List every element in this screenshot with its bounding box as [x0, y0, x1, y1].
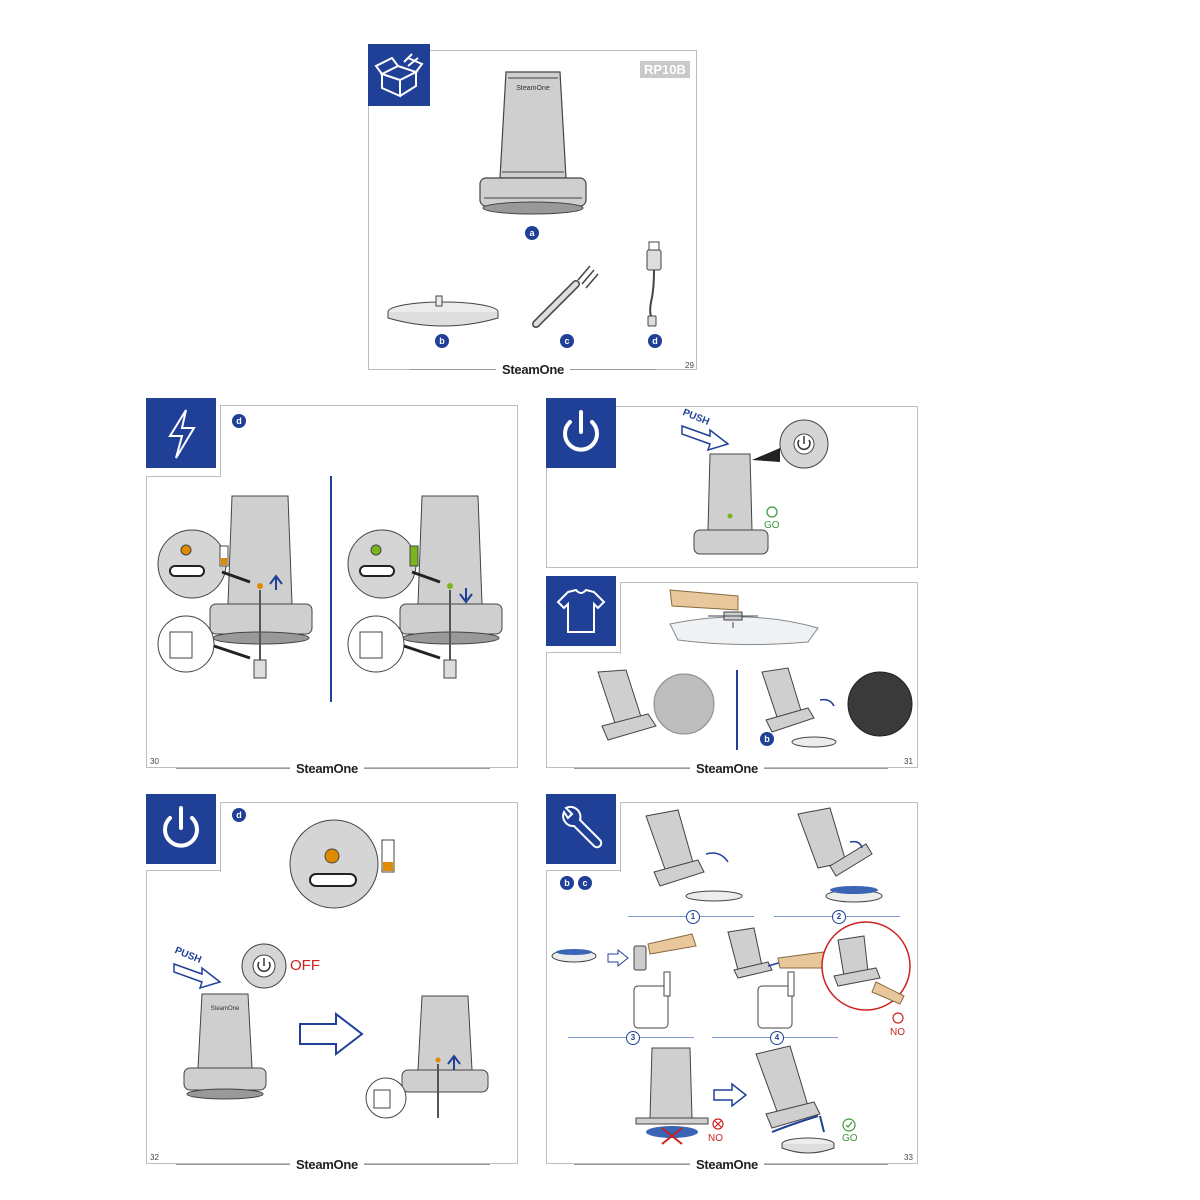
base-badge-b: b [560, 876, 574, 890]
step-badge-1: 1 [686, 910, 700, 924]
power-icon [163, 806, 199, 848]
tshirt-icon [556, 588, 606, 633]
push-arrow-icon [173, 962, 222, 990]
base-badge-b: b [760, 732, 774, 746]
device-brand-text: SteamOne [211, 1006, 240, 1012]
base-tray-illustration [387, 295, 499, 327]
step-2-illustration [797, 807, 883, 903]
unbox-icon [374, 53, 424, 98]
no-warning-illustration [821, 921, 911, 1024]
power-icon-box [146, 794, 216, 864]
page-number: 30 [150, 757, 159, 766]
cable-badge-d: d [232, 414, 246, 428]
step-3-illustration [551, 933, 697, 1029]
device-recharging [365, 995, 489, 1119]
steam-brush-illustration: SteamOne [479, 71, 587, 215]
garment-steaming-illustration [669, 589, 819, 646]
device-brand-text: SteamOne [516, 85, 550, 92]
unbox-icon-box [368, 44, 430, 106]
page-30-tab [220, 405, 518, 477]
power-button-zoom [241, 943, 287, 989]
page-number: 31 [904, 757, 913, 766]
cable-badge-d: d [232, 808, 246, 822]
wrench-icon-box [546, 794, 616, 864]
no-icon [712, 1118, 724, 1130]
part-badge-a: a [525, 226, 539, 240]
divider-line [736, 670, 738, 750]
device-with-fabric [597, 669, 715, 741]
go-label: GO [764, 520, 780, 531]
page-number: 29 [685, 361, 694, 370]
go-label: GO [842, 1133, 858, 1144]
low-battery-indicator [289, 819, 395, 909]
step-badge-2: 2 [832, 910, 846, 924]
cleaning-brush-illustration [532, 265, 599, 328]
tshirt-icon-box [546, 576, 616, 646]
push-arrow-icon [681, 424, 730, 452]
step-badge-4: 4 [770, 1031, 784, 1045]
page-number: 33 [904, 1153, 913, 1162]
step-4-illustration [727, 927, 825, 1029]
go-check-icon [842, 1118, 856, 1132]
wrench-icon [562, 805, 603, 849]
charging-device-orange [157, 495, 313, 679]
no-label: NO [890, 1027, 905, 1038]
brush-badge-c: c [578, 876, 592, 890]
footer-brand: SteamOne [496, 362, 570, 377]
footer-brand: SteamOne [290, 1157, 364, 1172]
power-icon [563, 410, 599, 452]
device-on-base-no [635, 1047, 709, 1145]
step-1-illustration [645, 809, 743, 902]
next-step-arrow [713, 1082, 748, 1108]
device-power-on [693, 419, 829, 555]
device-with-base-fabric [761, 667, 913, 748]
base-tray-small [781, 1137, 835, 1154]
step-badge-3: 3 [626, 1031, 640, 1045]
power-icon-box [546, 398, 616, 468]
footer-brand: SteamOne [290, 761, 364, 776]
no-label: NO [708, 1133, 723, 1144]
page-number: 32 [150, 1153, 159, 1162]
footer-brand: SteamOne [690, 761, 764, 776]
part-badge-c: c [560, 334, 574, 348]
footer-brand: SteamOne [690, 1157, 764, 1172]
part-badge-d: d [648, 334, 662, 348]
device-remove-base-go [755, 1045, 825, 1133]
next-step-arrow [299, 1011, 364, 1057]
divider-line [330, 476, 332, 702]
model-label: RP10B [640, 61, 690, 78]
usb-cable-illustration [646, 241, 662, 327]
lightning-icon-box [146, 398, 216, 468]
device-power-off: SteamOne [183, 993, 267, 1100]
charging-device-green [347, 495, 503, 679]
part-badge-b: b [435, 334, 449, 348]
lightning-icon [168, 409, 196, 459]
off-label: OFF [290, 957, 320, 974]
page-33-panel [546, 870, 918, 1164]
